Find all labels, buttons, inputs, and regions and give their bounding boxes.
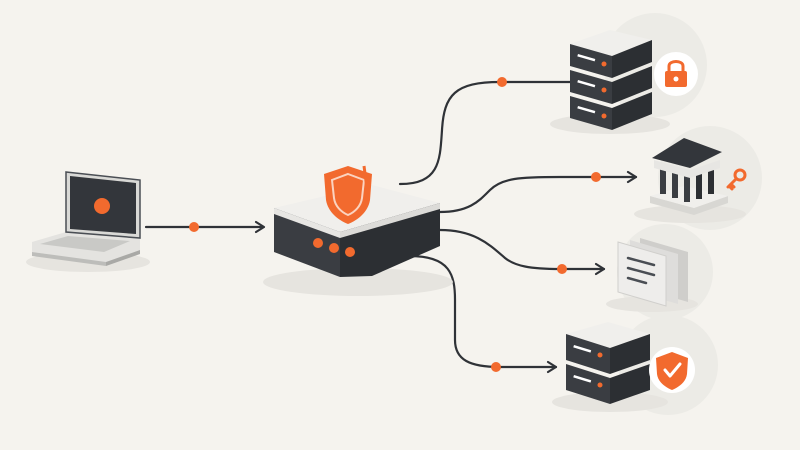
arrowhead-documents — [594, 262, 606, 276]
bank-icon — [634, 138, 746, 223]
shield-icon — [324, 165, 372, 224]
packets — [189, 77, 601, 372]
connection-gateway-institution — [438, 175, 638, 214]
connection-gateway-documents — [438, 228, 606, 271]
connection-gateway-verified-server — [408, 254, 558, 369]
gateway-light — [329, 243, 339, 253]
packet-dot — [491, 362, 501, 372]
document-stack-icon — [606, 238, 698, 312]
arrowhead-institution — [626, 170, 638, 184]
server-stack-icon — [552, 322, 668, 412]
gateway-light — [345, 247, 355, 257]
packet-dot — [497, 77, 507, 87]
connection-gateway-secure-server — [398, 80, 594, 186]
connections — [144, 75, 638, 374]
laptop-icon — [26, 171, 150, 272]
packet-dot — [557, 264, 567, 274]
server-stack-icon — [550, 30, 670, 134]
packet-dot — [189, 222, 199, 232]
lock-icon — [654, 52, 698, 96]
arrowhead-gateway — [254, 220, 266, 234]
arrowhead-verified-server — [546, 360, 558, 374]
key-icon — [726, 168, 747, 191]
packet-dot — [591, 172, 601, 182]
laptop-status-dot — [94, 198, 110, 214]
shield-check-icon — [649, 347, 695, 393]
gateway-light — [313, 238, 323, 248]
